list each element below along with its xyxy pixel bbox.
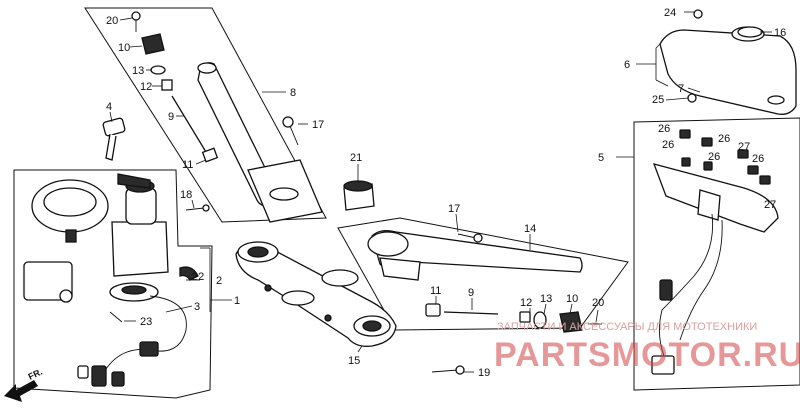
callout-15: 15 bbox=[348, 355, 360, 367]
handlebar bbox=[367, 230, 583, 281]
callout-17-top: 17 bbox=[312, 119, 324, 131]
callout-23: 23 bbox=[140, 316, 152, 328]
callout-11-row: 11 bbox=[430, 285, 441, 297]
callout-27-b: 27 bbox=[764, 199, 776, 211]
callout-10-top: 10 bbox=[118, 42, 130, 54]
bolt-19 bbox=[431, 365, 465, 375]
nut-11-row bbox=[425, 303, 441, 317]
leader-lines bbox=[109, 11, 772, 373]
callout-14: 14 bbox=[524, 223, 536, 235]
front-direction-arrow: FR. bbox=[4, 367, 44, 402]
contact-base bbox=[109, 282, 159, 302]
steering-stem bbox=[197, 62, 323, 223]
frame-meter-bracket-group bbox=[633, 117, 800, 391]
rod-9-top bbox=[171, 95, 207, 153]
rod-9-row bbox=[443, 311, 499, 315]
callout-19: 19 bbox=[478, 367, 490, 379]
callout-labels: 20 10 13 12 9 11 8 17 4 18 21 17 14 5 6 … bbox=[106, 7, 786, 379]
callout-21: 21 bbox=[350, 152, 362, 164]
callout-5: 5 bbox=[598, 152, 604, 164]
callout-2: 2 bbox=[216, 275, 222, 287]
callout-26-c: 26 bbox=[662, 139, 674, 151]
frame-ignition-group bbox=[13, 169, 213, 399]
callout-13-row: 13 bbox=[540, 293, 552, 305]
watermark: ЗАПЧАСТИ И АКСЕССУАРЫ ДЛЯ МОТОТЕХНИКИ PA… bbox=[494, 321, 800, 374]
cap-nut bbox=[343, 180, 375, 211]
front-direction-label: FR. bbox=[27, 367, 44, 382]
callout-17-bar: 17 bbox=[448, 203, 460, 215]
switch-module bbox=[23, 261, 73, 303]
callout-4: 4 bbox=[106, 101, 112, 113]
ignition-switch-body bbox=[111, 173, 169, 277]
callout-10-row: 10 bbox=[566, 293, 578, 305]
callout-26-d: 26 bbox=[708, 151, 720, 163]
bolt-17-top bbox=[282, 116, 299, 146]
callout-22: 22 bbox=[192, 271, 204, 283]
watermark-subtitle: ЗАПЧАСТИ И АКСЕССУАРЫ ДЛЯ МОТОТЕХНИКИ bbox=[497, 321, 757, 333]
meter-wire-harness bbox=[651, 213, 723, 375]
cap-10-row bbox=[559, 311, 583, 333]
bolt-18 bbox=[185, 204, 210, 212]
screw-25 bbox=[687, 93, 697, 103]
callout-24: 24 bbox=[664, 7, 676, 19]
grommet-16 bbox=[737, 26, 763, 38]
screw-23 bbox=[109, 311, 123, 323]
callout-11-top: 11 bbox=[182, 159, 193, 171]
callout-25: 25 bbox=[652, 94, 664, 106]
callout-8: 8 bbox=[290, 87, 296, 99]
callout-1: 1 bbox=[234, 295, 240, 307]
washer-13-top bbox=[150, 65, 166, 75]
collar-12-row bbox=[519, 311, 531, 323]
callout-3: 3 bbox=[194, 301, 200, 313]
callout-16: 16 bbox=[774, 27, 786, 39]
callout-9-row: 9 bbox=[468, 287, 474, 299]
callout-26-b: 26 bbox=[718, 133, 730, 145]
callout-26-a: 26 bbox=[658, 123, 670, 135]
callout-18: 18 bbox=[180, 189, 192, 201]
callout-27-a: 27 bbox=[738, 141, 750, 153]
ignition-wire-harness bbox=[77, 295, 187, 387]
callout-20-row: 20 bbox=[592, 297, 604, 309]
callout-13-top: 13 bbox=[132, 65, 144, 77]
screw-24 bbox=[693, 9, 703, 19]
bolt-17-bar bbox=[457, 233, 483, 243]
callout-7: 7 bbox=[678, 83, 684, 95]
frame-steering-stem-group bbox=[84, 7, 327, 223]
ignition-cover bbox=[31, 179, 109, 243]
meter-bracket bbox=[652, 163, 779, 233]
key bbox=[102, 117, 126, 161]
watermark-brand: PARTSMOTOR.RU bbox=[494, 336, 800, 374]
callout-12-top: 12 bbox=[140, 81, 152, 93]
callout-20-top: 20 bbox=[106, 15, 118, 27]
callout-9-top: 9 bbox=[168, 111, 174, 123]
collar-12-top bbox=[161, 79, 173, 91]
top-bridge bbox=[235, 241, 397, 347]
meter-cover bbox=[659, 26, 797, 115]
nut-11-top bbox=[201, 147, 219, 163]
indicator-sockets bbox=[679, 129, 771, 185]
cap-10-top bbox=[141, 33, 165, 55]
callout-6: 6 bbox=[624, 59, 630, 71]
nut-20-top bbox=[131, 11, 141, 32]
callout-26-e: 26 bbox=[752, 153, 764, 165]
callout-12-row: 12 bbox=[520, 297, 532, 309]
washer-13-row bbox=[533, 311, 547, 329]
